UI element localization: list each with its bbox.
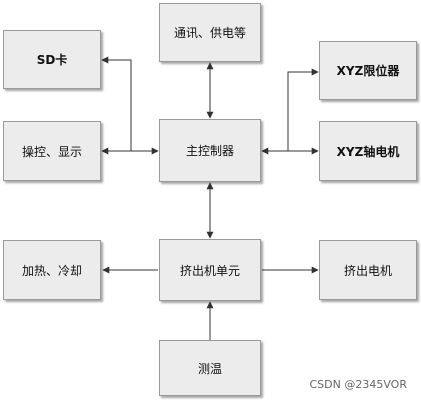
block-label: 操控、显示 xyxy=(21,144,82,159)
block-label: 挤出机单元 xyxy=(179,263,240,278)
watermark-text: CSDN @2345VOR xyxy=(309,378,408,391)
block-label: 加热、冷却 xyxy=(21,263,82,278)
block-xyz-motor: XYZ轴电机 xyxy=(319,121,417,181)
block-temp-sensor: 测温 xyxy=(159,340,261,396)
block-label: XYZ限位器 xyxy=(336,64,400,78)
block-controls-display: 操控、显示 xyxy=(3,121,101,181)
block-label: 测温 xyxy=(197,361,222,376)
arrow-main-sd xyxy=(101,56,132,151)
block-comm-power: 通讯、供电等 xyxy=(159,3,261,62)
arrow-main-limit xyxy=(287,68,319,151)
block-sd-card: SD卡 xyxy=(3,30,101,89)
block-label: XYZ轴电机 xyxy=(336,144,400,159)
block-main-controller: 主控制器 xyxy=(159,119,261,182)
block-label: SD卡 xyxy=(36,53,68,67)
block-label: 通讯、供电等 xyxy=(173,26,246,40)
block-heat-cool: 加热、冷却 xyxy=(3,240,101,300)
block-extruder-unit: 挤出机单元 xyxy=(159,239,261,301)
block-label: 主控制器 xyxy=(185,144,234,158)
block-extruder-motor: 挤出电机 xyxy=(319,240,417,300)
block-label: 挤出电机 xyxy=(343,263,392,278)
block-xyz-limit: XYZ限位器 xyxy=(319,41,417,100)
